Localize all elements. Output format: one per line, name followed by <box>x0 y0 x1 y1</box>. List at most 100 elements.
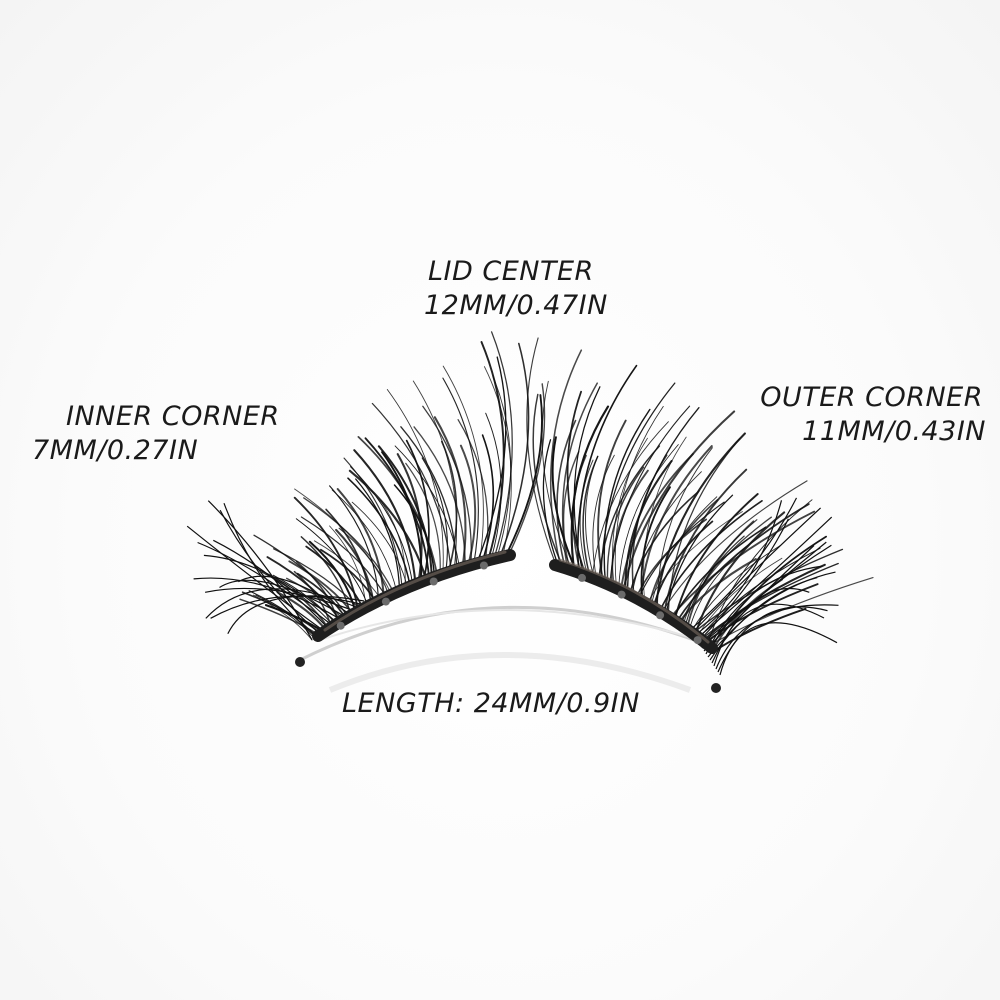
inner-corner-title: INNER CORNER <box>66 401 280 432</box>
magnet-dot <box>617 590 626 599</box>
lash-fiber <box>459 444 477 568</box>
lash-fiber <box>619 453 694 592</box>
lash-fiber <box>591 421 669 579</box>
lash-fiber <box>643 436 687 603</box>
lash-fiber <box>705 565 823 655</box>
magnets <box>336 561 702 645</box>
lash-fiber <box>610 469 649 588</box>
lash-fiber <box>394 445 460 570</box>
lash-fiber <box>272 574 337 625</box>
lash-fiber <box>585 455 599 580</box>
lash-fiber <box>331 489 398 593</box>
lash-fiber <box>457 419 489 562</box>
lash-fiber <box>646 511 743 605</box>
lash-fiber <box>618 444 679 590</box>
lash-fiber <box>371 402 452 573</box>
lash-fiber <box>353 449 417 586</box>
lash-fiber <box>532 393 564 569</box>
lash-fiber <box>612 437 648 588</box>
lash-fiber <box>219 509 321 635</box>
outer-corner-value: 11MM/0.43IN <box>802 416 986 447</box>
lash-fiber <box>697 518 789 643</box>
magnet-dot <box>479 561 488 570</box>
lash-band-left-highlight <box>323 550 507 632</box>
lash-fiber <box>541 380 573 571</box>
lash-fiber <box>707 571 836 658</box>
lash-fiber <box>715 607 807 651</box>
lash-fiber <box>193 577 341 620</box>
lash-fiber <box>614 405 664 589</box>
lash-fiber <box>600 382 676 583</box>
lash-fiber <box>442 377 479 565</box>
lash-fiber <box>699 547 821 639</box>
lash-fiber <box>556 419 577 569</box>
lash-fiber <box>412 380 458 571</box>
lash-fiber <box>480 341 505 562</box>
lash-fiber <box>336 488 385 600</box>
lash-fiber <box>238 575 349 614</box>
magnet-dot <box>656 611 665 620</box>
lash-fiber <box>490 331 513 560</box>
lash-fiber <box>223 502 317 638</box>
magnet-dot <box>578 573 586 582</box>
lash-band-right <box>549 559 718 654</box>
lash-fiber <box>650 496 718 607</box>
outer-tip <box>711 683 721 693</box>
lash-fiber <box>667 438 741 617</box>
lash-fiber <box>526 337 557 566</box>
lash-fiber <box>405 462 441 576</box>
lash-fiber <box>329 485 380 602</box>
lash-fiber <box>305 545 365 610</box>
lash-fiber <box>654 432 746 610</box>
lash-fiber <box>693 500 783 637</box>
lash-fiber <box>504 394 543 557</box>
lash-fiber <box>700 562 839 640</box>
lash-fiber <box>483 366 512 558</box>
lash-fiber <box>661 480 808 613</box>
lash-fiber <box>303 497 395 595</box>
lash-fiber <box>442 365 484 564</box>
magnet-dot <box>693 636 702 645</box>
lash-fiber <box>253 594 313 641</box>
lash-fiber <box>266 556 342 623</box>
lash-fiber <box>350 466 414 587</box>
lash-fiber <box>400 426 458 571</box>
lash-fiber <box>592 454 615 581</box>
lash-fiber <box>347 477 411 588</box>
lash-fiber <box>703 545 815 652</box>
lash-fibers <box>186 331 874 676</box>
lash-fiber <box>549 349 583 568</box>
lash-fiber <box>686 520 755 630</box>
lash-fiber <box>386 389 444 575</box>
lash-fiber <box>551 436 578 573</box>
lash-fiber <box>689 497 798 631</box>
lash-fiber <box>566 390 587 577</box>
lash-fiber <box>295 518 369 607</box>
lash-fiber <box>663 468 748 615</box>
lash-fiber <box>694 511 786 636</box>
lid-center-value: 12MM/0.47IN <box>424 290 608 321</box>
lash-fiber <box>227 595 365 635</box>
magnet-dot <box>336 621 345 630</box>
tray-curve-shadow <box>328 652 692 693</box>
lash-fiber <box>186 525 325 632</box>
lash-fiber <box>631 454 668 598</box>
lash-fiber <box>357 436 439 578</box>
lash-fiber <box>711 535 827 648</box>
lash-fiber <box>713 603 825 667</box>
lash-fiber <box>597 419 627 584</box>
lash-fiber <box>697 557 783 637</box>
inner-tip <box>295 657 305 667</box>
lash-fiber <box>631 471 702 597</box>
lash-fiber <box>377 445 433 580</box>
magnet-dot <box>429 577 438 586</box>
lash-fiber <box>355 478 401 592</box>
lash-fiber <box>542 439 560 567</box>
lash-fiber <box>675 503 810 623</box>
lash-fiber <box>680 516 772 626</box>
lash-fiber <box>695 516 833 640</box>
lid-center-title: LID CENTER <box>428 256 594 287</box>
lash-fiber <box>293 496 360 613</box>
lash-fiber <box>255 594 315 639</box>
